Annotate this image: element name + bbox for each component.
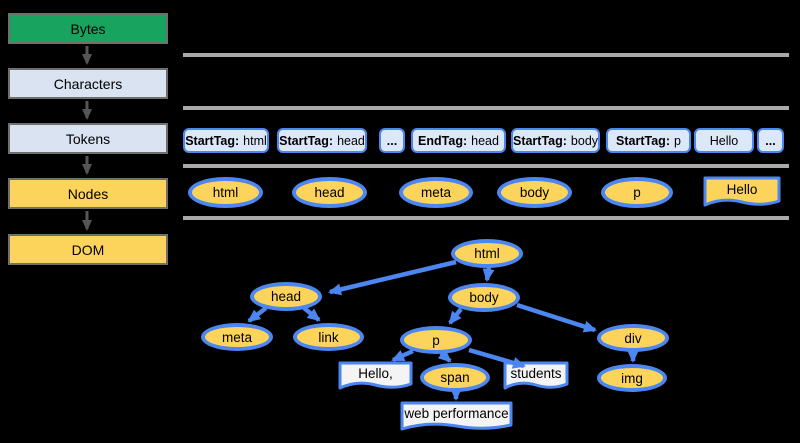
node-html: html	[188, 177, 263, 208]
token-prefix: StartTag:	[279, 133, 334, 148]
node-label: web performance	[404, 406, 509, 421]
stage-label: Characters	[53, 75, 123, 92]
node-label: head	[270, 289, 302, 304]
node-label: p	[633, 185, 641, 200]
token-value: body	[570, 133, 599, 148]
node-label: div	[624, 330, 642, 346]
stage-label: Bytes	[70, 20, 106, 37]
token-starttag-html: StartTag:html	[183, 128, 269, 153]
token-ellipsis: ...	[757, 128, 784, 153]
tree-node-img: img	[597, 364, 667, 392]
node-label: html	[212, 185, 239, 200]
token-hello: Hello	[694, 128, 754, 153]
node-label: p	[432, 332, 440, 348]
tree-node-div: div	[597, 324, 669, 352]
stage-label: DOM	[71, 241, 105, 258]
token-value: head	[471, 133, 499, 148]
token-starttag-head: StartTag:head	[277, 128, 367, 153]
node-meta: meta	[399, 177, 473, 208]
node-label: students	[510, 365, 562, 381]
node-label: html	[474, 246, 500, 261]
node-label: meta	[221, 329, 252, 345]
token-value: p	[673, 133, 681, 148]
node-head: head	[292, 177, 367, 208]
edge-html-body	[482, 265, 495, 282]
edge-p-span	[437, 349, 452, 363]
token-prefix: EndTag:	[418, 133, 468, 148]
stage-bytes: Bytes	[8, 13, 168, 44]
token-prefix: StartTag:	[185, 133, 240, 148]
token-prefix: ...	[765, 133, 776, 148]
node-label: span	[440, 370, 470, 385]
token-prefix: StartTag:	[616, 133, 670, 148]
tree-text-hello: Hello,	[338, 361, 413, 391]
stage-label: Nodes	[67, 185, 109, 202]
token-endtag-head: EndTag:head	[411, 128, 506, 153]
token-value: html	[243, 133, 267, 148]
edge-head-meta	[247, 306, 268, 323]
document-shape-icon	[503, 361, 569, 390]
node-label: Hello	[726, 181, 758, 197]
node-text-hello: Hello	[703, 176, 781, 208]
stage-characters: Characters	[8, 68, 168, 99]
stage-tokens: Tokens	[8, 123, 168, 154]
token-prefix: StartTag:	[512, 133, 567, 148]
node-label: head	[314, 185, 345, 200]
token-starttag-body: StartTag:body	[511, 128, 600, 153]
tree-node-link: link	[293, 323, 364, 351]
tree-text-students: students	[503, 361, 569, 391]
edge-p-hello	[391, 348, 414, 363]
row-divider	[183, 164, 789, 168]
token-ellipsis: ...	[379, 128, 405, 153]
token-value: Hello	[709, 133, 739, 148]
node-body: body	[497, 177, 572, 208]
tree-node-p: p	[400, 326, 472, 354]
stage-dom: DOM	[8, 234, 168, 265]
document-shape-icon	[338, 361, 413, 390]
row-divider	[183, 106, 789, 110]
row-divider	[183, 53, 789, 57]
edge-html-head	[328, 259, 457, 296]
document-shape-icon	[703, 176, 781, 207]
tree-node-html: html	[451, 239, 523, 268]
tree-node-meta: meta	[201, 323, 273, 351]
token-value: head	[337, 133, 365, 148]
node-label: link	[318, 329, 339, 345]
tree-node-head: head	[250, 282, 322, 311]
token-starttag-p: StartTag:p	[606, 128, 691, 153]
node-label: body	[469, 290, 499, 305]
edge-body-div	[516, 302, 597, 333]
tree-node-body: body	[448, 283, 520, 312]
tree-node-span: span	[420, 363, 490, 392]
stage-label: Tokens	[65, 130, 111, 147]
node-label: meta	[420, 185, 451, 200]
node-p: p	[601, 177, 673, 208]
document-shape-icon	[400, 401, 513, 431]
edge-body-p	[448, 307, 463, 325]
tree-text-web-performance: web performance	[400, 401, 513, 432]
node-label: Hello,	[358, 365, 393, 381]
token-prefix: ...	[386, 133, 398, 148]
stage-nodes: Nodes	[8, 178, 168, 209]
node-label: img	[621, 370, 643, 386]
node-label: body	[519, 185, 550, 200]
edge-head-link	[302, 306, 321, 322]
row-divider	[183, 216, 789, 220]
